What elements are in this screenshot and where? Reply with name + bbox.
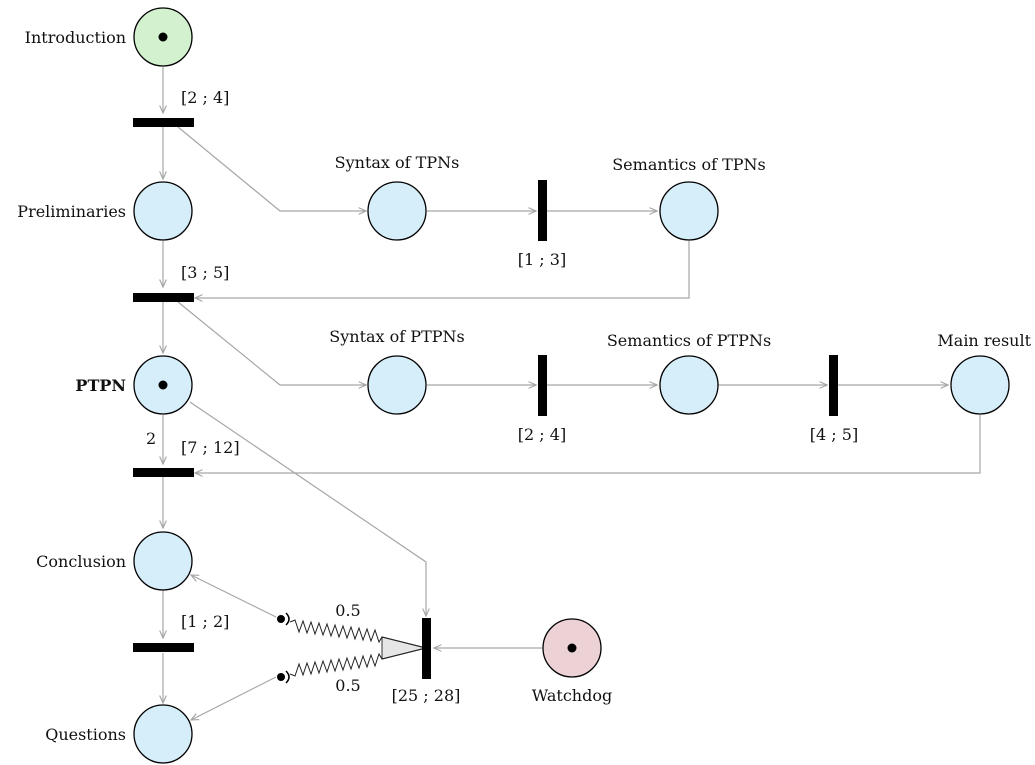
arc-main-result-t3: [195, 415, 981, 473]
wavy-arc-lower: [289, 647, 427, 677]
label-semantics-ptpns: Semantics of PTPNs: [607, 331, 771, 350]
interval-t2: [3 ; 5]: [181, 263, 229, 282]
interval-ptpn1: [2 ; 4]: [518, 425, 566, 444]
probabilistic-split: [277, 612, 427, 684]
transition-t1: [133, 118, 194, 127]
place-preliminaries: [133, 181, 193, 241]
place-semantics-tpns: [659, 181, 719, 241]
label-watchdog: Watchdog: [532, 686, 612, 705]
probability-cone: [381, 636, 427, 660]
transition-watchdog: [422, 618, 431, 679]
arc-t2-syntax-ptpns: [177, 301, 366, 385]
token-watchdog: [567, 643, 577, 653]
arc-weight-label: 2: [146, 429, 156, 448]
label-questions: Questions: [45, 725, 126, 744]
transition-tpn: [538, 180, 547, 241]
label-main-result: Main result: [937, 331, 1031, 350]
arc-t1-syntax-tpns: [177, 126, 366, 211]
token-introduction: [158, 32, 168, 42]
transition-t2: [133, 293, 194, 302]
place-syntax-ptpns: [367, 355, 427, 415]
arc-semantics-tpns-t2: [195, 241, 690, 298]
arc-ptpn-twatchdog: [189, 401, 426, 616]
arc-prob-conclusion: [191, 575, 277, 618]
prob-bracket-upper: [285, 612, 290, 626]
interval-tpn: [1 ; 3]: [518, 250, 566, 269]
interval-t4: [1 ; 2]: [181, 612, 229, 631]
transition-ptpn1: [538, 355, 547, 416]
prob-dot-lower: [277, 673, 285, 681]
label-syntax-ptpns: Syntax of PTPNs: [329, 327, 464, 346]
transition-t3: [133, 468, 194, 477]
interval-ptpn2: [4 ; 5]: [810, 425, 858, 444]
probability-upper-label: 0.5: [335, 601, 360, 620]
interval-watchdog: [25 ; 28]: [392, 686, 461, 705]
interval-t1: [2 ; 4]: [181, 88, 229, 107]
label-preliminaries: Preliminaries: [17, 202, 126, 221]
prob-bracket-lower: [285, 670, 290, 684]
transition-t4: [133, 643, 194, 652]
place-conclusion: [133, 531, 193, 591]
place-semantics-ptpns: [659, 355, 719, 415]
transition-ptpn2: [829, 355, 838, 416]
wavy-arc-upper: [289, 619, 427, 649]
place-syntax-tpns: [367, 181, 427, 241]
label-conclusion: Conclusion: [36, 552, 126, 571]
arc-prob-questions: [191, 676, 277, 720]
token-ptpn: [158, 380, 168, 390]
prob-dot-upper: [277, 615, 285, 623]
probability-lower-label: 0.5: [335, 676, 360, 695]
interval-t3: [7 ; 12]: [181, 438, 240, 457]
label-syntax-tpns: Syntax of TPNs: [335, 153, 460, 172]
place-questions: [133, 704, 193, 764]
place-main-result: [950, 355, 1010, 415]
label-semantics-tpns: Semantics of TPNs: [612, 155, 766, 174]
label-introduction: Introduction: [25, 28, 126, 47]
label-ptpn: PTPN: [75, 376, 126, 395]
